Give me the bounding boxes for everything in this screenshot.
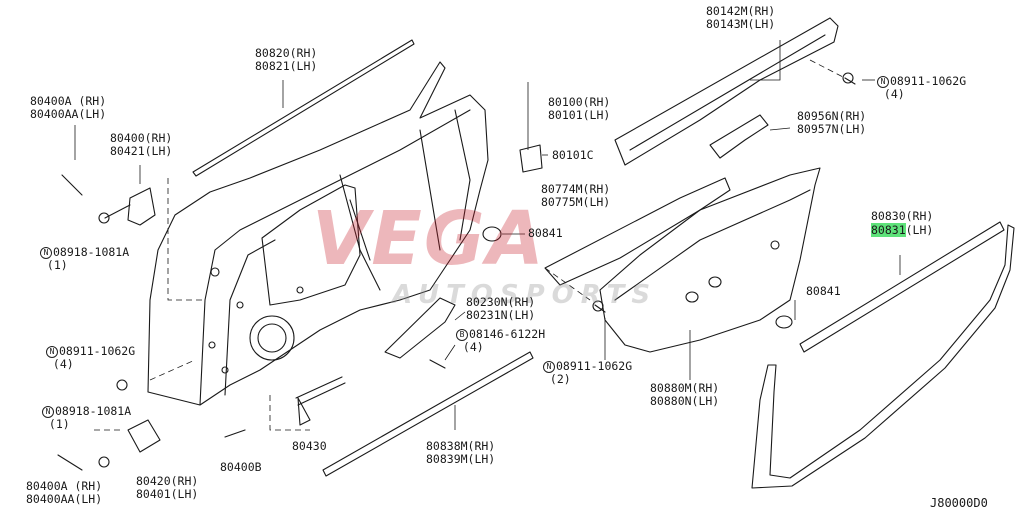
label-80880: 80880M(RH) 80880N(LH) bbox=[650, 381, 720, 408]
label-08918-top-text: 08918-1081A (1) bbox=[46, 245, 130, 272]
label-80838: 80838M(RH) 80839M(LH) bbox=[426, 439, 496, 466]
label-80956: 80956N(RH) 80957N(LH) bbox=[797, 109, 867, 136]
watermark-subtitle: AUTOSPORTS bbox=[392, 280, 658, 310]
label-80100: 80100(RH) 80101(LH) bbox=[548, 95, 611, 122]
nut-symbol: N bbox=[543, 360, 555, 373]
label-08911-mid-text: 08911-1062G (2) bbox=[549, 359, 633, 386]
label-80830: 80830(RH) bbox=[871, 209, 934, 223]
hinge-lower bbox=[127, 419, 161, 453]
lower-moulding-front bbox=[322, 351, 534, 477]
bolt-symbol: B bbox=[456, 328, 468, 341]
grommet-b bbox=[775, 315, 793, 329]
bracket-80956 bbox=[709, 114, 769, 159]
label-80841-a: 80841 bbox=[528, 226, 563, 240]
diagram-code: J80000D0 bbox=[930, 496, 988, 510]
nut-symbol: N bbox=[40, 246, 52, 259]
label-80400a-bot: 80400A (RH) 80400AA(LH) bbox=[26, 479, 103, 506]
nut-symbol: N bbox=[877, 75, 889, 88]
hinge-upper bbox=[127, 187, 156, 226]
door-check-link bbox=[295, 376, 346, 426]
label-80400: 80400(RH) 80421(LH) bbox=[110, 131, 173, 158]
grommet-a bbox=[482, 226, 502, 242]
label-80101c: 80101C bbox=[552, 148, 594, 162]
nut-symbol: N bbox=[42, 405, 54, 418]
rear-door-panel bbox=[599, 167, 821, 353]
beltline-moulding-front bbox=[192, 39, 415, 177]
label-80430: 80430 bbox=[292, 439, 327, 453]
label-08918-bot-text: 08918-1081A (1) bbox=[48, 404, 132, 431]
label-80230: 80230N(RH) 80231N(LH) bbox=[466, 295, 536, 322]
label-80774: 80774M(RH) 80775M(LH) bbox=[541, 182, 611, 209]
label-80820: 80820(RH) 80821(LH) bbox=[255, 46, 318, 73]
highlighted-part-number: 80831 bbox=[871, 223, 906, 237]
nut-symbol: N bbox=[46, 345, 58, 358]
rear-reinforcement bbox=[544, 177, 731, 286]
label-08146-text: 08146-6122H (4) bbox=[462, 327, 546, 354]
label-80831: 80831(LH) bbox=[871, 223, 934, 237]
part-80101c bbox=[519, 144, 543, 173]
label-08911-left-text: 08911-1062G (4) bbox=[52, 344, 136, 371]
watermark-brand: VEGA bbox=[312, 196, 546, 282]
handle-bracket bbox=[384, 297, 456, 359]
label-80420: 80420(RH) 80401(LH) bbox=[136, 474, 199, 501]
rear-outer-moulding bbox=[799, 221, 1005, 353]
label-80400a-top: 80400A (RH) 80400AA(LH) bbox=[30, 94, 107, 121]
label-80831-side: (LH) bbox=[905, 223, 934, 237]
label-80142: 80142M(RH) 80143M(LH) bbox=[706, 4, 776, 31]
weatherstrip bbox=[751, 224, 1015, 489]
label-80841-b: 80841 bbox=[806, 284, 841, 298]
label-80400b: 80400B bbox=[220, 460, 262, 474]
front-door-panel bbox=[147, 61, 489, 406]
rear-upper-reinforcement bbox=[614, 17, 839, 166]
label-08911-right-text: 08911-1062G (4) bbox=[883, 74, 967, 101]
